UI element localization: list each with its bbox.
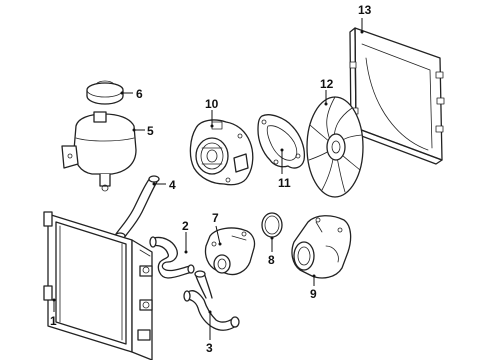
thermostat-housing — [204, 227, 256, 276]
water-outlet — [291, 215, 352, 279]
leader-lines — [52, 18, 364, 340]
callout-7: 7 — [212, 211, 219, 225]
callout-6: 6 — [136, 87, 143, 101]
callout-labels: 13 12 10 11 6 5 4 2 7 8 9 3 1 — [50, 3, 372, 355]
callout-1: 1 — [50, 314, 57, 328]
radiator — [43, 211, 153, 360]
o-ring-seal — [261, 212, 283, 238]
lower-hose — [183, 270, 240, 331]
pump-gasket — [257, 114, 306, 169]
callout-4: 4 — [169, 178, 176, 192]
fan-shroud — [349, 27, 445, 165]
callout-13: 13 — [358, 3, 372, 17]
callout-10: 10 — [205, 97, 219, 111]
callout-9: 9 — [310, 287, 317, 301]
coolant-reservoir — [61, 111, 137, 192]
reservoir-cap — [86, 80, 124, 105]
overflow-hose — [114, 175, 160, 240]
callout-2: 2 — [182, 219, 189, 233]
callout-11: 11 — [278, 176, 291, 190]
leader-7 — [215, 225, 221, 245]
callout-8: 8 — [268, 253, 275, 267]
callout-3: 3 — [206, 341, 213, 355]
callout-12: 12 — [320, 77, 334, 91]
water-pump — [189, 119, 254, 186]
upper-hose — [149, 236, 195, 279]
callout-5: 5 — [147, 124, 154, 138]
cooling-fan — [306, 96, 364, 198]
